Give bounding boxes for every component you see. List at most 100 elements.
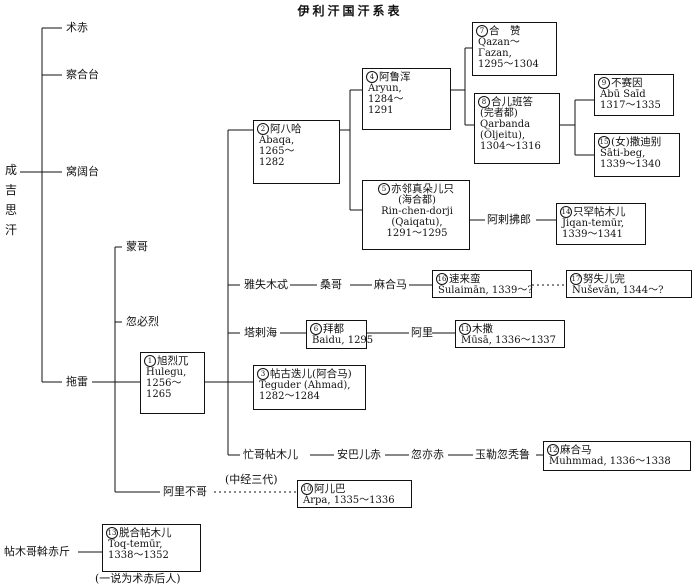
ruler-name: 帖古迭儿(阿合马) [270, 368, 352, 380]
ruler-number-badge: 9 [598, 77, 610, 89]
ruler-name: 阿儿巴 [314, 483, 346, 495]
ruler-name: 合 赞 [489, 25, 521, 37]
son-tolui-label: 拖雷 [66, 375, 88, 388]
ruler-number-badge: 5 [378, 183, 390, 195]
ruler-number-badge: 16 [436, 273, 448, 285]
ruler-name: 拜都 [323, 323, 344, 335]
ruler-number-badge: 12 [547, 444, 559, 456]
ruler-detail: Sulaimān, 1339～? [438, 285, 533, 296]
ruler-detail: 1256～ [146, 378, 182, 389]
ruler-number-badge: 2 [257, 123, 269, 135]
ruler-number-badge: 1 [144, 355, 156, 367]
mongke-temur-label: 忙哥帖木儿 [243, 448, 298, 461]
chart-title: 伊利汗国汗系表 [297, 4, 403, 18]
ruler-detail: Toq-temūr, [108, 539, 163, 550]
ruler-detail: Γazan, [478, 48, 512, 59]
ruler-detail: 1339～1341 [562, 229, 623, 240]
ruler-detail: 1265 [146, 389, 172, 400]
yol-qutlugh-label: 玉勒忽秃鲁 [475, 448, 530, 461]
ruler-detail: Hulegu, [146, 367, 187, 378]
ruler-number-badge: 4 [366, 71, 378, 83]
ruler-number-badge: 6 [310, 323, 322, 335]
ruler-number-badge: 7 [476, 25, 488, 37]
ruler-detail: Nuševān, 1344～? [572, 285, 664, 296]
ruler-detail: Abaqa, [259, 135, 295, 146]
ruler-detail: (Öljeitu), [480, 130, 526, 141]
three-generations-label: (中经三代) [225, 473, 278, 486]
ruler-name: 不赛因 [611, 77, 643, 89]
yoshmut-label: 雅失木忒 [244, 278, 288, 291]
taraqai-label: 塔剌海 [244, 326, 277, 339]
ruler-name: 脱合帖木儿 [119, 527, 172, 539]
ruler-detail: 1291 [368, 105, 394, 116]
ruler-detail: Arpa, 1335～1336 [303, 495, 395, 506]
temuge-note-label: (一说为术赤后人) [95, 572, 181, 585]
anbarchi-label: 安巴儿赤 [337, 448, 381, 461]
ruler-detail: 1291～1295 [386, 228, 448, 239]
ruler-detail: Teguder (Ahmad), [259, 380, 351, 391]
ruler-name: 阿八哈 [270, 123, 302, 135]
ruler-name: 只罕帖木儿 [573, 206, 626, 218]
ruler-detail: (完者都) [480, 108, 518, 119]
ariq-boke-label: 阿里不哥 [163, 485, 207, 498]
ruler-number-badge: 13 [106, 527, 118, 539]
ruler-detail: 1282 [259, 157, 285, 168]
ruler-number-badge: 11 [459, 323, 471, 335]
ruler-detail: Rin-chen-dorji [381, 206, 453, 217]
ruler-detail: (Qaiqatu), [391, 217, 443, 228]
ruler-detail: Sāti-beg, [600, 148, 646, 159]
ruler-detail: Abū Saīd [600, 89, 646, 100]
ilchi-label: 忽亦赤 [411, 448, 444, 461]
ruler-detail: 1295～1304 [478, 59, 539, 70]
mahama-label: 麻合马 [374, 278, 407, 291]
ruler-number-badge: 3 [257, 368, 269, 380]
mongke-label: 蒙哥 [126, 240, 148, 253]
son-ogedei-label: 窝阔台 [66, 165, 99, 178]
ruler-detail: (海合都) [398, 195, 436, 206]
ruler-name: 合儿班答 [491, 96, 533, 108]
ruler-name: 麻合马 [560, 444, 592, 456]
sangge-label: 桑哥 [320, 278, 342, 291]
ruler-number-badge: 10 [301, 483, 313, 495]
ruler-detail: Qarbanda [480, 119, 531, 130]
son-jochi-label: 术赤 [66, 21, 88, 34]
ruler-detail: 1284～ [368, 94, 404, 105]
ruler-detail: 1339～1340 [600, 159, 661, 170]
kublai-label: 忽必烈 [126, 315, 159, 328]
ruler-detail: Aryun, [368, 83, 402, 94]
ruler-number-badge: 14 [560, 206, 572, 218]
ruler-detail: Mūsā, 1336～1337 [461, 335, 557, 346]
ali-label: 阿里 [411, 326, 433, 339]
ruler-name: 努失儿完 [583, 273, 625, 285]
ruler-detail: 1317～1335 [600, 100, 661, 111]
ruler-name: 旭烈兀 [157, 355, 189, 367]
ruler-detail: Baidu, 1295 [312, 335, 374, 346]
son-chagatai-label: 察合台 [66, 68, 99, 81]
ruler-detail: 1282～1284 [259, 391, 320, 402]
temuge-label: 帖木哥斡赤斤 [4, 545, 70, 558]
ruler-name: 木撒 [472, 323, 493, 335]
genghis-khan-label: 成吉思汗 [4, 163, 17, 237]
ruler-number-badge: 17 [570, 273, 582, 285]
ruler-number-badge: 15 [598, 136, 610, 148]
ruler-detail: 1304～1316 [480, 141, 541, 152]
ruler-detail: Jiqan-temūr, [562, 218, 625, 229]
ruler-detail: 1338～1352 [108, 550, 169, 561]
